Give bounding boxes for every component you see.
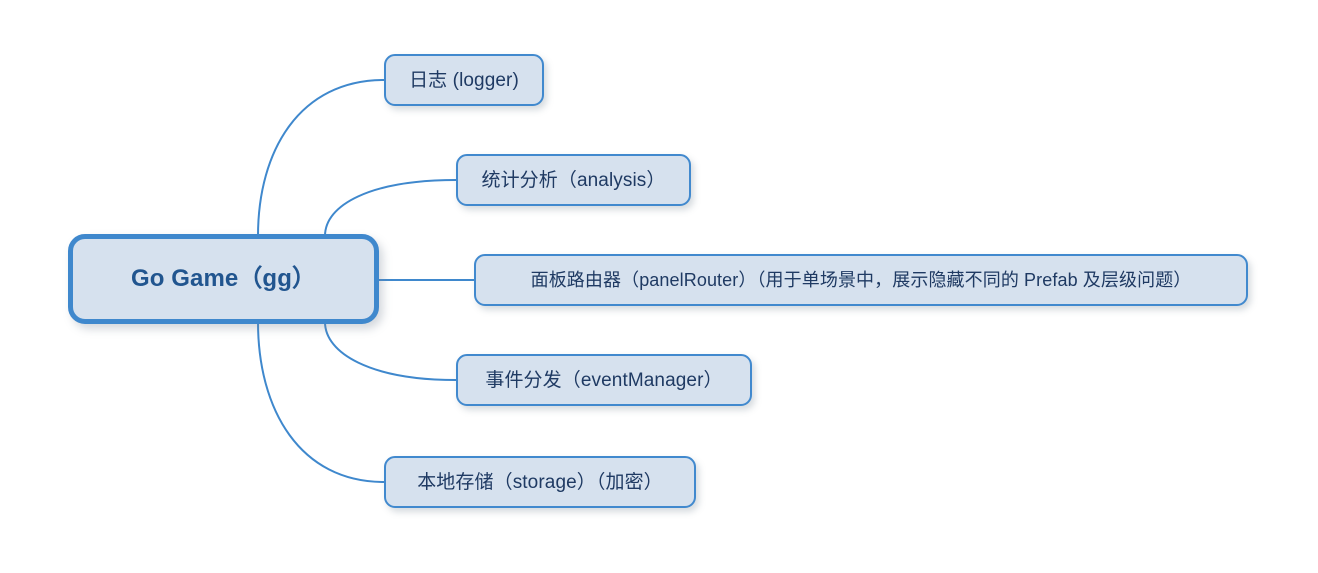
mindmap-node-event-manager[interactable]: 事件分发（eventManager） <box>456 354 752 406</box>
connector-root-to-child-4 <box>257 321 385 483</box>
mindmap-node-storage[interactable]: 本地存储（storage）（加密） <box>384 456 696 508</box>
mindmap-root-node[interactable]: Go Game（gg） <box>68 234 379 324</box>
mindmap-node-panel-router[interactable]: 面板路由器（panelRouter）（用于单场景中，展示隐藏不同的 Prefab… <box>474 254 1248 306</box>
mindmap-node-analysis[interactable]: 统计分析（analysis） <box>456 154 691 206</box>
connector-root-to-child-1 <box>324 179 457 237</box>
node-label-storage: 本地存储（storage）（加密） <box>417 471 663 493</box>
mindmap-node-logger[interactable]: 日志 (logger) <box>384 54 544 106</box>
node-label-analysis: 统计分析（analysis） <box>481 169 666 191</box>
node-label-logger: 日志 (logger) <box>409 69 519 91</box>
node-label-event-manager: 事件分发（eventManager） <box>485 369 723 391</box>
connector-root-to-child-0 <box>257 79 385 237</box>
node-label-panel-router: 面板路由器（panelRouter）（用于单场景中，展示隐藏不同的 Prefab… <box>530 270 1192 290</box>
root-node-label: Go Game（gg） <box>130 265 317 292</box>
connector-root-to-child-3 <box>324 321 457 381</box>
